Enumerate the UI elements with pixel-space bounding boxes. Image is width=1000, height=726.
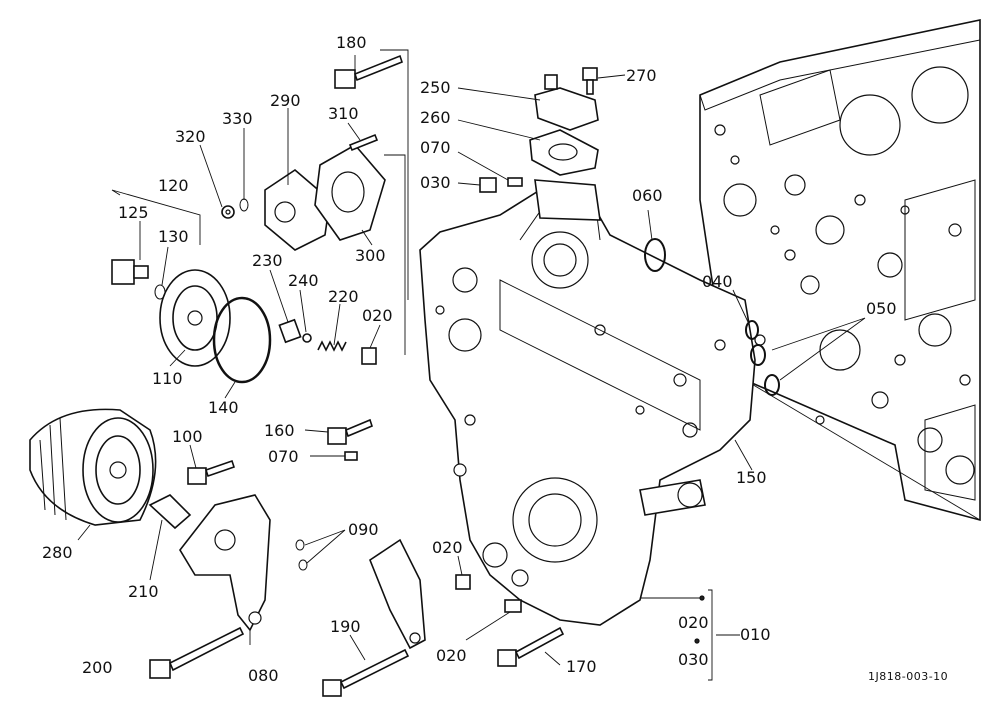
callout-010: 010	[740, 625, 771, 644]
o-ring-090b	[298, 559, 308, 571]
callout-250: 250	[420, 78, 451, 97]
plug-020c	[504, 599, 522, 613]
callout-120: 120	[158, 176, 189, 195]
engine-block	[699, 19, 981, 522]
callout-230: 230	[252, 251, 283, 270]
plug-030a	[479, 177, 497, 193]
bolt-125	[111, 259, 149, 285]
bullet-dot-1	[699, 595, 705, 601]
gear-case	[419, 179, 756, 626]
fitting-210	[148, 494, 192, 530]
plug-230	[278, 318, 302, 344]
callout-040: 040	[702, 272, 733, 291]
callout-160: 160	[264, 421, 295, 440]
bolt-270	[582, 67, 598, 95]
o-ring-050a	[750, 344, 766, 366]
o-ring-040	[745, 320, 759, 340]
callouts: 180 250 270 260 290 330 310 320 070 030 …	[42, 33, 948, 685]
callout-020b: 020	[432, 538, 463, 557]
callout-020d: 020	[678, 613, 709, 632]
washer-330	[239, 198, 249, 212]
leader-lines	[77, 49, 866, 681]
callout-180: 180	[336, 33, 367, 52]
callout-080: 080	[248, 666, 279, 685]
bolt-200	[149, 626, 245, 679]
relief-valve-body	[264, 168, 331, 251]
drawing-code: 1J818-003-10	[868, 670, 948, 683]
bolt-160	[327, 418, 373, 445]
callout-320: 320	[175, 127, 206, 146]
callout-330: 330	[222, 109, 253, 128]
callout-260: 260	[420, 108, 451, 127]
callout-300: 300	[355, 246, 386, 265]
bullet-dot-2	[694, 638, 700, 644]
o-ring-060	[644, 238, 666, 272]
callout-210: 210	[128, 582, 159, 601]
pin-070b	[344, 451, 358, 461]
bolt-190	[322, 648, 410, 697]
bolt-180	[334, 54, 403, 89]
stud-310	[348, 133, 379, 152]
callout-280: 280	[42, 543, 73, 562]
o-ring-050b	[764, 374, 780, 396]
callout-090: 090	[348, 520, 379, 539]
gasket-260	[529, 129, 599, 176]
callout-310: 310	[328, 104, 359, 123]
callout-020c: 020	[436, 646, 467, 665]
spring-220	[317, 340, 347, 352]
o-ring-130	[154, 284, 166, 300]
callout-220: 220	[328, 287, 359, 306]
callout-100: 100	[172, 427, 203, 446]
callout-060: 060	[632, 186, 663, 205]
callout-070a: 070	[420, 138, 451, 157]
pin-070a	[507, 177, 523, 187]
callout-070b: 070	[268, 447, 299, 466]
ball-240	[302, 333, 312, 343]
plug-020b	[455, 574, 471, 590]
callout-150: 150	[736, 468, 767, 487]
callout-270: 270	[626, 66, 657, 85]
filter-bracket	[179, 494, 271, 632]
callout-030a: 030	[420, 173, 451, 192]
callout-240: 240	[288, 271, 319, 290]
callout-110: 110	[152, 369, 183, 388]
o-ring-140	[212, 296, 272, 384]
callout-190: 190	[330, 617, 361, 636]
bolt-170	[497, 626, 565, 667]
o-ring-090a	[295, 539, 305, 551]
oil-filter	[29, 408, 157, 526]
callout-140: 140	[208, 398, 239, 417]
nut-320	[221, 205, 235, 219]
callout-290: 290	[270, 91, 301, 110]
cover-250	[534, 74, 599, 131]
callout-020a: 020	[362, 306, 393, 325]
callout-050: 050	[866, 299, 897, 318]
plug-020a	[361, 347, 377, 365]
callout-030b: 030	[678, 650, 709, 669]
callout-130: 130	[158, 227, 189, 246]
callout-125: 125	[118, 203, 149, 222]
callout-200: 200	[82, 658, 113, 677]
filter-cover	[159, 269, 231, 367]
lower-bracket	[369, 538, 426, 650]
callout-170: 170	[566, 657, 597, 676]
bolt-100	[187, 459, 236, 485]
